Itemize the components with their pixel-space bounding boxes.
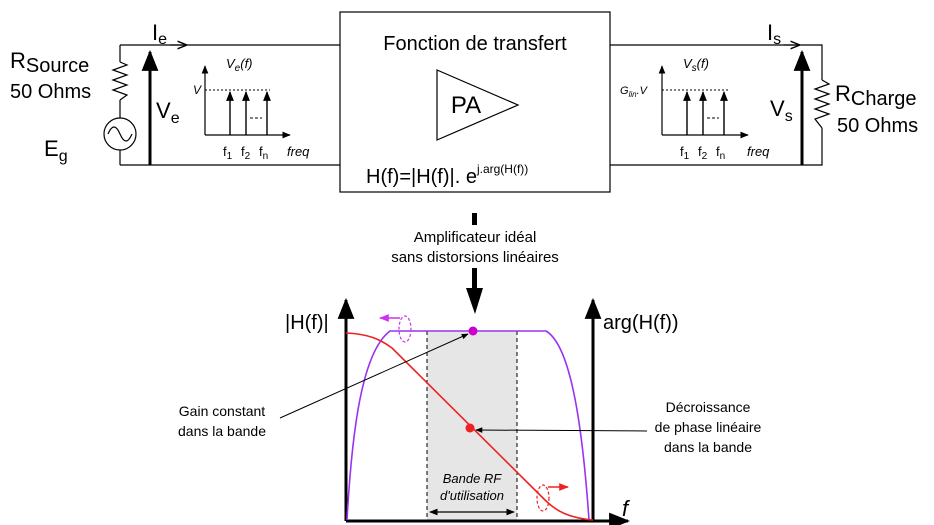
input-voltage-label: Ve — [156, 98, 180, 127]
phase-axis-indicator — [536, 484, 550, 512]
frequency-axis-label: f — [622, 496, 631, 521]
source-label: Eg — [44, 136, 68, 165]
output-spectrum-tick-f2: f2 — [698, 144, 708, 162]
gain-annotation-line1: Gain constant — [179, 403, 265, 419]
ideal-amp-caption-line2: sans distorsions linéaires — [391, 249, 559, 266]
magnitude-curve — [346, 330, 590, 521]
phase-annotation-line3: dans la bande — [664, 439, 752, 455]
input-current-label: Ie — [152, 20, 167, 48]
output-spectrum-level: Glin.V — [620, 85, 649, 99]
phase-axis-label: arg(H(f)) — [603, 312, 679, 334]
ac-source-icon — [103, 117, 137, 151]
transfer-function-block: Fonction de transfert PA H(f)=|H(f)|. ej… — [339, 11, 611, 193]
input-circuit: RSource 50 Ohms Eg Ie Ve — [10, 20, 340, 166]
source-resistor-value: 50 Ohms — [10, 81, 91, 103]
gain-annotation-line2: dans la bande — [178, 423, 266, 439]
band-label-line1: Bande RF — [443, 471, 503, 486]
output-wire — [610, 44, 823, 166]
transfer-block-title: Fonction de transfert — [383, 33, 567, 55]
magnitude-axis-label: |H(f)| — [285, 312, 329, 334]
phase-annotation-line1: Décroissance — [666, 399, 751, 415]
ideal-amp-caption-line1: Amplificateur idéal — [414, 229, 537, 246]
input-spectrum-tick-f1: f1 — [223, 144, 233, 162]
gain-pointer — [279, 333, 469, 419]
output-spectrum-tick-f1: f1 — [680, 144, 690, 162]
input-wire — [119, 44, 340, 166]
input-spectrum-axis-label: freq — [287, 144, 310, 159]
output-spectrum-axis-label: freq — [747, 144, 770, 159]
load-resistor-value: 50 Ohms — [837, 115, 918, 137]
output-voltage-label: Vs — [770, 96, 793, 125]
band-label-line2: d'utilisation — [440, 488, 504, 503]
output-spectrum-tick-fn: fn — [716, 144, 725, 162]
phase-pointer — [475, 427, 648, 433]
amplifier-label: PA — [451, 92, 481, 119]
phase-annotation-line2: de phase linéaire — [655, 419, 762, 435]
input-spectrum: Ve(f) V f1 f2 fn freq — [193, 56, 310, 162]
output-spectrum-title: Vs(f) — [683, 56, 709, 74]
frequency-response-plot: |H(f)| arg(H(f)) f Bande RF d'utilisatio… — [178, 297, 762, 525]
source-resistor — [111, 61, 129, 101]
input-spectrum-level: V — [193, 83, 202, 97]
load-resistor — [813, 79, 831, 129]
link-arrow — [466, 213, 483, 314]
load-resistor-label: RCharge — [835, 81, 917, 110]
output-current-label: Is — [767, 20, 781, 48]
output-circuit: Is Vs RCharge 50 Ohms — [610, 20, 918, 166]
input-spectrum-title: Ve(f) — [226, 56, 253, 74]
phase-marker — [465, 423, 475, 433]
gain-marker — [468, 326, 478, 336]
output-spectrum: Vs(f) Glin.V f1 f2 fn freq — [620, 56, 770, 162]
magnitude-axis-indicator — [398, 315, 412, 343]
input-spectrum-tick-fn: fn — [259, 144, 268, 162]
amplifier-triangle-icon — [436, 69, 520, 141]
source-resistor-label: RSource — [10, 48, 89, 77]
input-spectrum-tick-f2: f2 — [241, 144, 251, 162]
transfer-formula: H(f)=|H(f)|. ej.arg(H(f)) — [366, 162, 528, 188]
